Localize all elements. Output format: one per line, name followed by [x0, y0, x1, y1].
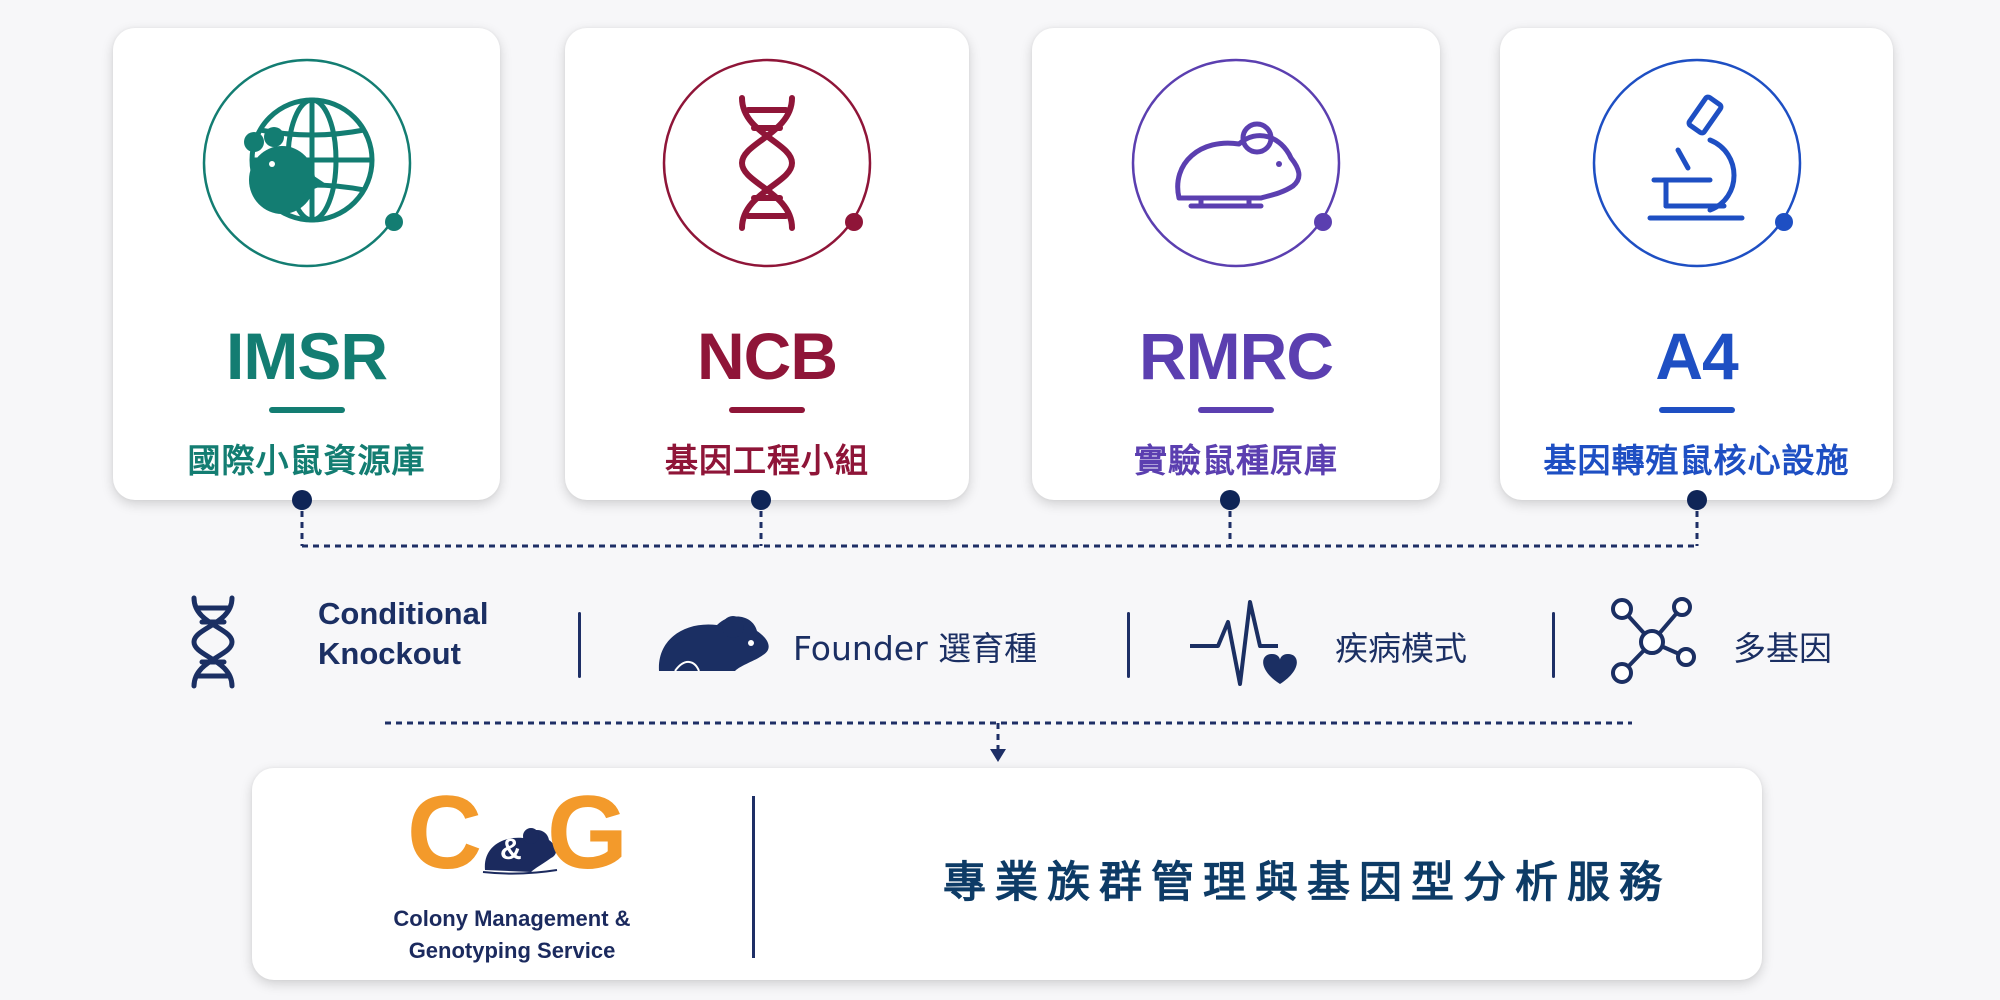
card-imsr: IMSR 國際小鼠資源庫 — [113, 28, 500, 500]
logo-ampersand: & — [500, 833, 522, 866]
card-rmrc: RMRC 實驗鼠種原庫 — [1032, 28, 1440, 500]
service-card: C & G Colony Management & Genotyping Ser… — [252, 768, 1762, 980]
logo-letter-c: C — [407, 775, 483, 891]
mouse-silhouette-icon — [482, 828, 558, 875]
separator — [578, 612, 581, 678]
card-divider — [729, 407, 805, 413]
card-name: 實驗鼠種原庫 — [1134, 441, 1338, 480]
cg-subtitle-line2: Genotyping Service — [408, 938, 616, 963]
feature-label-line1: Conditional — [318, 596, 489, 631]
microscope-icon — [1592, 58, 1801, 268]
network-icon — [1611, 597, 1696, 684]
card-abbr: IMSR — [226, 319, 388, 393]
cg-subtitle-line1: Colony Management & — [393, 906, 631, 931]
service-description: 專業族群管理與基因型分析服務 — [943, 858, 1671, 908]
dna-icon — [191, 595, 235, 689]
card-abbr: NCB — [697, 319, 838, 393]
card-abbr: RMRC — [1139, 319, 1334, 393]
cg-logo: C & G — [407, 775, 628, 891]
feature-founder: Founder 選育種 — [793, 629, 1038, 668]
dna-icon — [662, 58, 872, 268]
feature-disease-model: 疾病模式 — [1335, 629, 1467, 668]
service-divider — [752, 796, 755, 958]
mouse-globe-icon — [202, 58, 411, 268]
feature-label-line2: Knockout — [318, 636, 461, 671]
card-divider — [268, 407, 345, 413]
card-name: 基因工程小組 — [665, 441, 869, 480]
separator — [1552, 612, 1555, 678]
card-abbr: A4 — [1655, 319, 1738, 393]
card-divider — [1658, 407, 1735, 413]
card-ncb: NCB 基因工程小組 — [565, 28, 969, 500]
mouse-outline-icon — [1131, 58, 1341, 268]
card-a4: A4 基因轉殖鼠核心設施 — [1500, 28, 1893, 500]
logo-letter-g: G — [547, 775, 628, 891]
card-divider — [1198, 407, 1274, 413]
mouse-icon — [658, 616, 769, 672]
separator — [1127, 612, 1130, 678]
card-name: 基因轉殖鼠核心設施 — [1543, 441, 1850, 480]
card-name: 國際小鼠資源庫 — [187, 441, 426, 480]
heartbeat-icon — [1190, 600, 1297, 686]
feature-conditional-knockout: Conditional Knockout — [318, 594, 488, 674]
feature-polygenic: 多基因 — [1733, 629, 1832, 668]
